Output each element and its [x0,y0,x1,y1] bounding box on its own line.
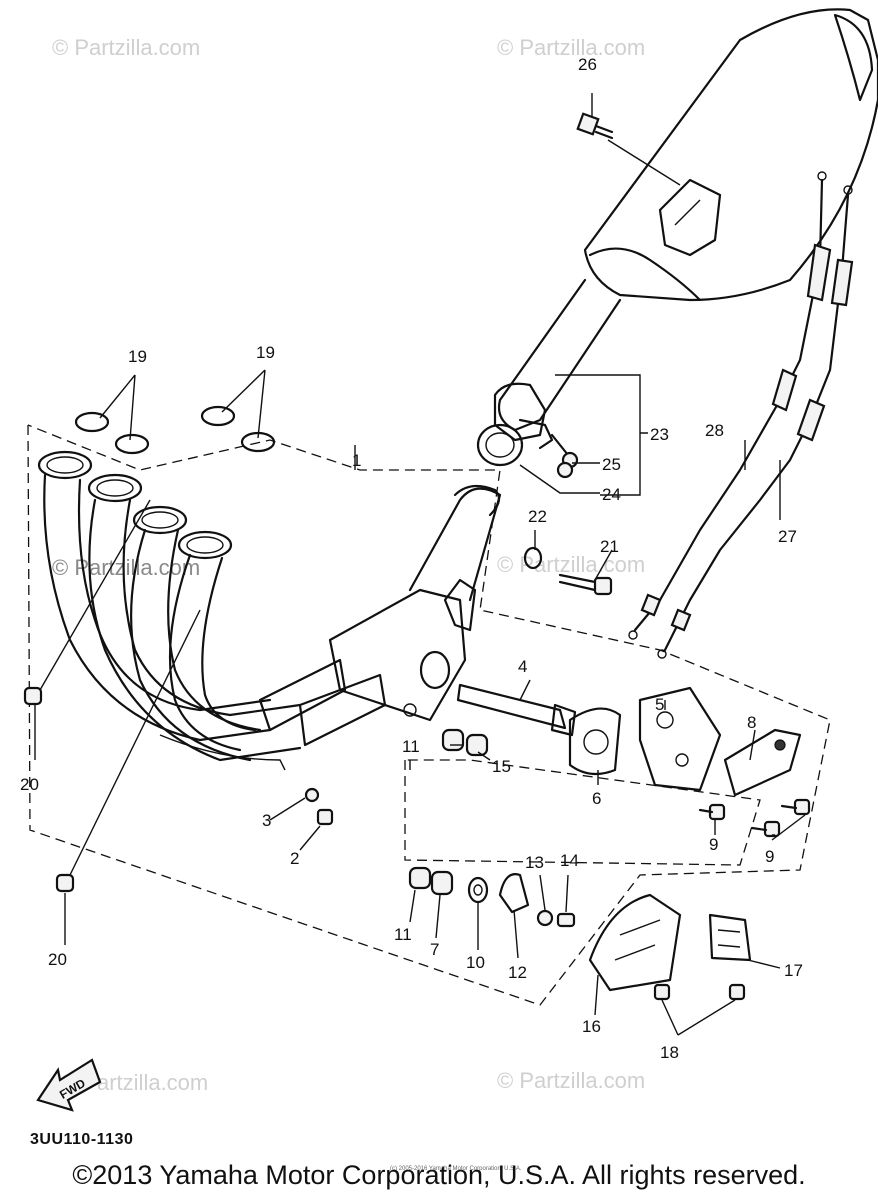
nuts-20 [23,686,75,893]
callout-16: 16 [582,1017,601,1036]
callout-28: 28 [705,421,724,440]
callout-19: 19 [256,343,275,362]
watermark: © Partzilla.com [52,35,200,60]
callout-22: 22 [528,507,547,526]
callout-25: 25 [602,455,621,474]
cover-16 [588,893,682,992]
bolt-13-14 [536,909,576,928]
copyright-notice: ©2013 Yamaha Motor Corporation, U.S.A. A… [72,1160,806,1190]
callout-12: 12 [508,963,527,982]
bolt-26 [576,112,614,140]
bolt-21-washer-22 [523,546,613,596]
watermark: © Partzilla.com [52,555,200,580]
shaft-4 [456,683,577,737]
callout-21: 21 [600,537,619,556]
callout-11: 11 [394,925,412,944]
callout-7: 7 [430,940,439,959]
callout-20: 20 [20,775,39,794]
bracket-5 [638,686,722,792]
callout-20: 20 [48,950,67,969]
callout-9: 9 [765,847,774,866]
fwd-arrow-icon: FWD [36,1058,102,1112]
callout-9: 9 [709,835,718,854]
exhaust-headers [37,450,502,771]
bushings-11-15 [408,728,489,896]
callout-6: 6 [592,789,601,808]
callout-18: 18 [660,1043,679,1062]
screws-18 [653,983,746,1001]
plate-6 [568,707,622,776]
bolts-9 [698,798,811,838]
lever-8 [723,728,802,797]
washer-10 [467,876,489,904]
callout-13: 13 [525,853,544,872]
callout-2: 2 [290,849,299,868]
callout-23: 23 [650,425,669,444]
callout-27: 27 [778,527,797,546]
diagram-code: 3UU110-1130 [30,1131,134,1148]
callout-10: 10 [466,953,485,972]
callout-8: 8 [747,713,756,732]
callout-19: 19 [128,347,147,366]
callout-1: 1 [352,451,361,470]
bolt-2-washer-3 [304,787,334,826]
callout-17: 17 [784,961,803,980]
watermark: © Partzilla.com [497,1068,645,1093]
leader-lines [34,93,806,1036]
callouts: 26 19 19 1 23 25 24 28 27 22 21 4 5 8 11… [20,55,803,1062]
muffler [476,8,878,467]
callout-15: 15 [492,757,511,776]
watermark: © Partzilla.com [497,552,645,577]
nut-24 [556,461,574,479]
callout-26: 26 [578,55,597,74]
pulley-12 [498,873,530,914]
callout-11: 11 [402,737,420,756]
callout-24: 24 [602,485,621,504]
throttle-cables [628,171,854,659]
callout-14: 14 [560,851,579,870]
callout-4: 4 [518,657,527,676]
clip-17 [708,913,752,962]
callout-3: 3 [262,811,271,830]
subgroup-boundary [404,759,761,866]
callout-5: 5 [655,695,664,714]
tiny-credit: (c) 2005-2016 Yamaha Motor Corporation, … [390,1166,522,1172]
watermark: © Partzilla.com [497,35,645,60]
